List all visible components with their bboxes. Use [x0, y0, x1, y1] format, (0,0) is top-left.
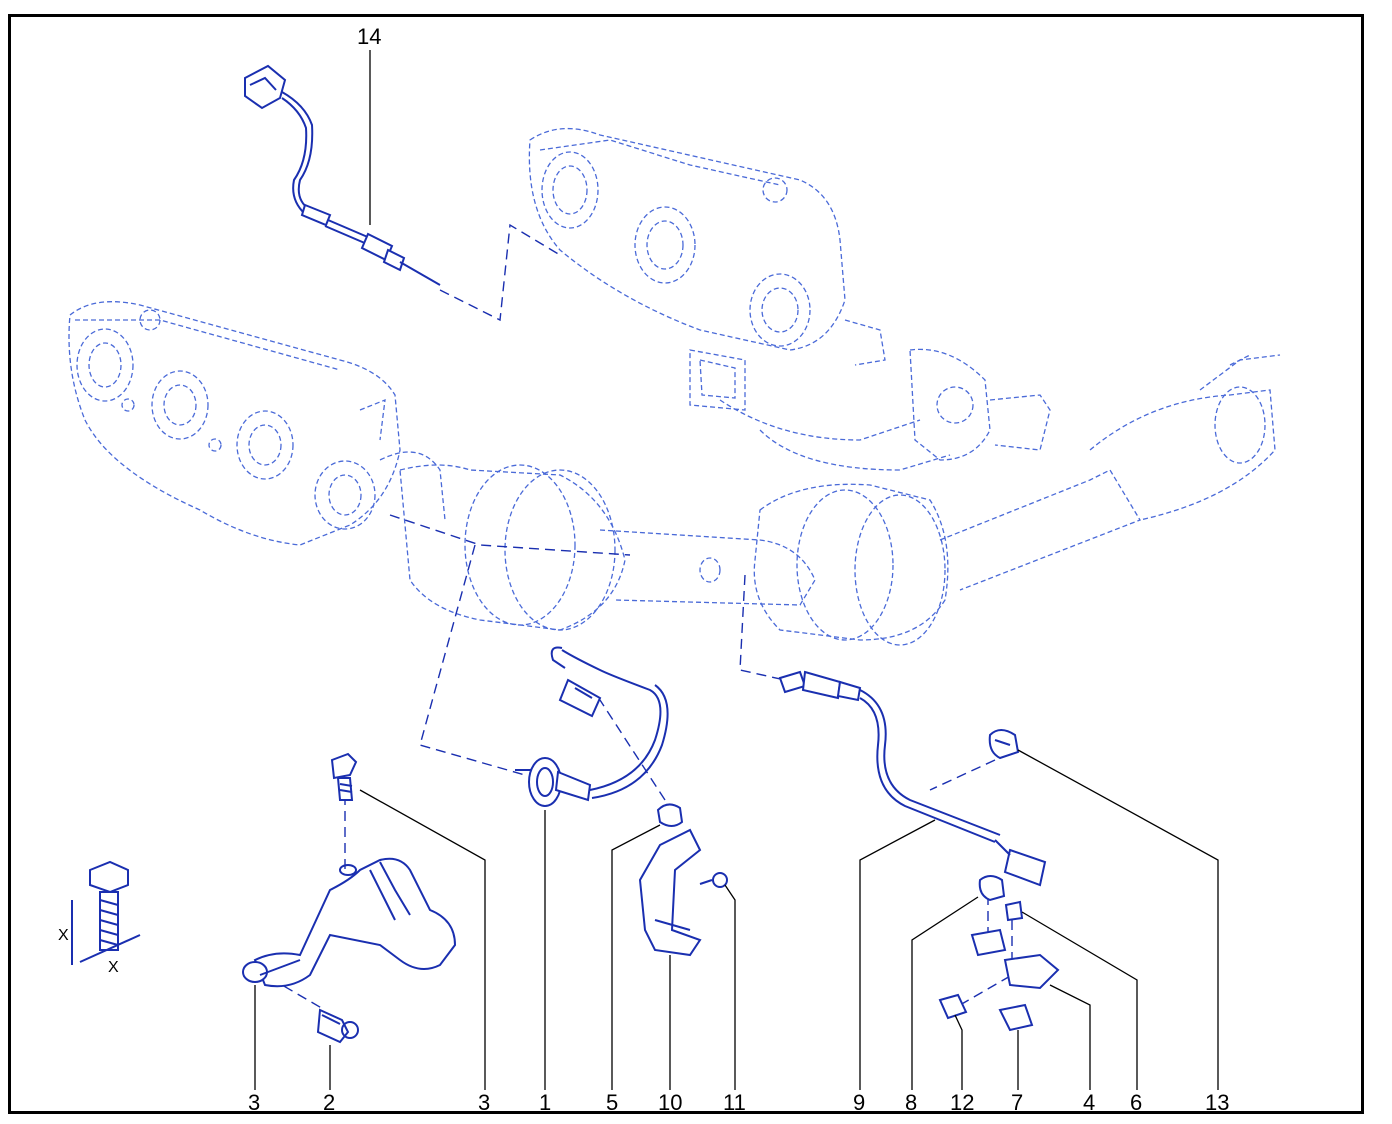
assembly-guide-lines [269, 223, 1013, 1011]
part-8-clip [978, 875, 1006, 902]
part-6-bolt [1004, 900, 1024, 922]
callout-3-right: 3 [478, 1090, 490, 1115]
part-9-oxygen-sensor [778, 670, 1047, 887]
part-11-bolt [699, 872, 728, 888]
front-exhaust-manifold [68, 301, 446, 546]
heat-shield-bracket [242, 857, 457, 988]
leader-lines [254, 50, 1219, 1090]
part-5-grommet [656, 803, 684, 827]
diagram-frame [8, 14, 1364, 1114]
part-13-clip [988, 729, 1020, 760]
callout-11: 11 [723, 1090, 746, 1115]
part-2-bolt [316, 1008, 359, 1044]
callout-labels: 14 3 2 3 1 5 10 11 9 8 12 7 4 6 13 [248, 24, 1229, 1115]
callout-4: 4 [1083, 1090, 1095, 1115]
bolt-dimension-symbol: X X [58, 860, 141, 976]
callout-12: 12 [950, 1090, 974, 1115]
catalytic-converter-assembly [399, 354, 1281, 646]
callout-7: 7 [1011, 1090, 1023, 1115]
part-4-bracket [1003, 953, 1060, 990]
callout-1: 1 [539, 1090, 551, 1115]
clip-cluster [938, 875, 1060, 1032]
dimension-x-horizontal: X [108, 959, 119, 976]
part-14-exhaust-gas-sensor [244, 64, 441, 286]
dimension-x-vertical: X [58, 927, 69, 944]
callout-10: 10 [658, 1090, 682, 1115]
callout-13: 13 [1205, 1090, 1229, 1115]
callout-3-left: 3 [248, 1090, 260, 1115]
callout-8: 8 [905, 1090, 917, 1115]
callout-9: 9 [853, 1090, 865, 1115]
part-12-clip [938, 993, 968, 1020]
part-8-plate [970, 928, 1007, 957]
callout-2: 2 [323, 1090, 335, 1115]
part-10-bracket [638, 828, 702, 957]
callout-6: 6 [1130, 1090, 1142, 1115]
part-3-bolt [330, 752, 358, 801]
callout-5: 5 [606, 1090, 618, 1115]
part-7-nut [998, 1003, 1034, 1032]
callout-14: 14 [357, 24, 381, 49]
rear-exhaust-manifold [528, 127, 1051, 471]
part-1-oxygen-sensor [515, 646, 669, 807]
